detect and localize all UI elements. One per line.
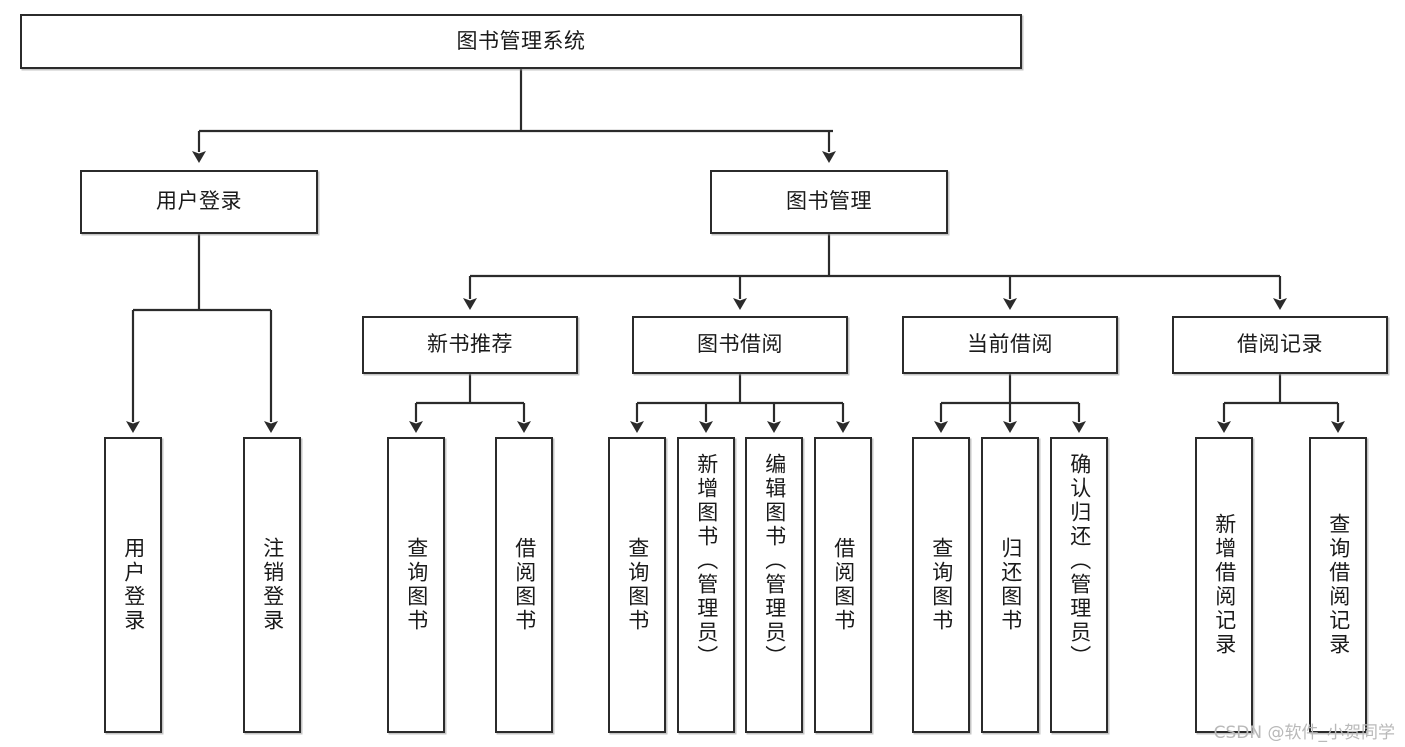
node-leaf-borrow-book[interactable]: 借阅图书	[814, 437, 872, 733]
node-leaf-confirm-return-admin[interactable]: 确认归还（管理员）	[1050, 437, 1108, 733]
connector-currentborrow-to-leaves	[934, 374, 1086, 433]
connector-bookmanage-to-level3	[463, 234, 1287, 310]
node-label: 新增图书（管理员）	[694, 453, 719, 669]
node-book-management[interactable]: 图书管理	[710, 170, 948, 234]
node-label: 借阅记录	[1237, 332, 1323, 357]
connector-bookborrow-to-leaves	[630, 374, 850, 433]
node-label: 借阅图书	[512, 537, 537, 633]
node-label: 编辑图书（管理员）	[762, 453, 787, 669]
node-leaf-borrow-book-recommend[interactable]: 借阅图书	[495, 437, 553, 733]
node-borrow-record[interactable]: 借阅记录	[1172, 316, 1388, 374]
node-label: 查询图书	[929, 537, 954, 633]
node-label: 当前借阅	[967, 332, 1053, 357]
node-label: 注销登录	[260, 537, 285, 633]
node-label: 借阅图书	[831, 537, 856, 633]
node-label: 图书管理	[786, 189, 872, 214]
node-leaf-add-book-admin[interactable]: 新增图书（管理员）	[677, 437, 735, 733]
node-label: 查询图书	[404, 537, 429, 633]
connector-newbook-to-leaves	[409, 374, 531, 433]
node-leaf-query-book-current[interactable]: 查询图书	[912, 437, 970, 733]
node-leaf-user-logout[interactable]: 注销登录	[243, 437, 301, 733]
node-new-book-recommend[interactable]: 新书推荐	[362, 316, 578, 374]
connector-borrowrecord-to-leaves	[1217, 374, 1345, 433]
node-book-borrow[interactable]: 图书借阅	[632, 316, 848, 374]
connector-root-to-level2	[192, 69, 836, 163]
csdn-watermark: CSDN @软件_小贺同学	[1213, 723, 1395, 743]
node-leaf-add-borrow-record[interactable]: 新增借阅记录	[1195, 437, 1253, 733]
node-label: 新书推荐	[427, 332, 513, 357]
node-leaf-query-book-recommend[interactable]: 查询图书	[387, 437, 445, 733]
node-leaf-query-book-borrow[interactable]: 查询图书	[608, 437, 666, 733]
node-label: 新增借阅记录	[1212, 513, 1237, 657]
node-label: 用户登录	[121, 537, 146, 633]
node-label: 用户登录	[156, 189, 242, 214]
node-label: 归还图书	[998, 537, 1023, 633]
node-root-book-management-system[interactable]: 图书管理系统	[20, 14, 1022, 69]
node-label: 查询借阅记录	[1326, 513, 1351, 657]
node-leaf-user-login[interactable]: 用户登录	[104, 437, 162, 733]
connector-userlogin-to-leaves	[126, 234, 278, 433]
node-label: 确认归还（管理员）	[1067, 453, 1092, 669]
node-user-login[interactable]: 用户登录	[80, 170, 318, 234]
node-label: 图书管理系统	[456, 28, 586, 53]
node-label: 图书借阅	[697, 332, 783, 357]
node-label: 查询图书	[625, 537, 650, 633]
node-leaf-edit-book-admin[interactable]: 编辑图书（管理员）	[745, 437, 803, 733]
node-leaf-return-book[interactable]: 归还图书	[981, 437, 1039, 733]
node-leaf-query-borrow-record[interactable]: 查询借阅记录	[1309, 437, 1367, 733]
node-current-borrow[interactable]: 当前借阅	[902, 316, 1118, 374]
